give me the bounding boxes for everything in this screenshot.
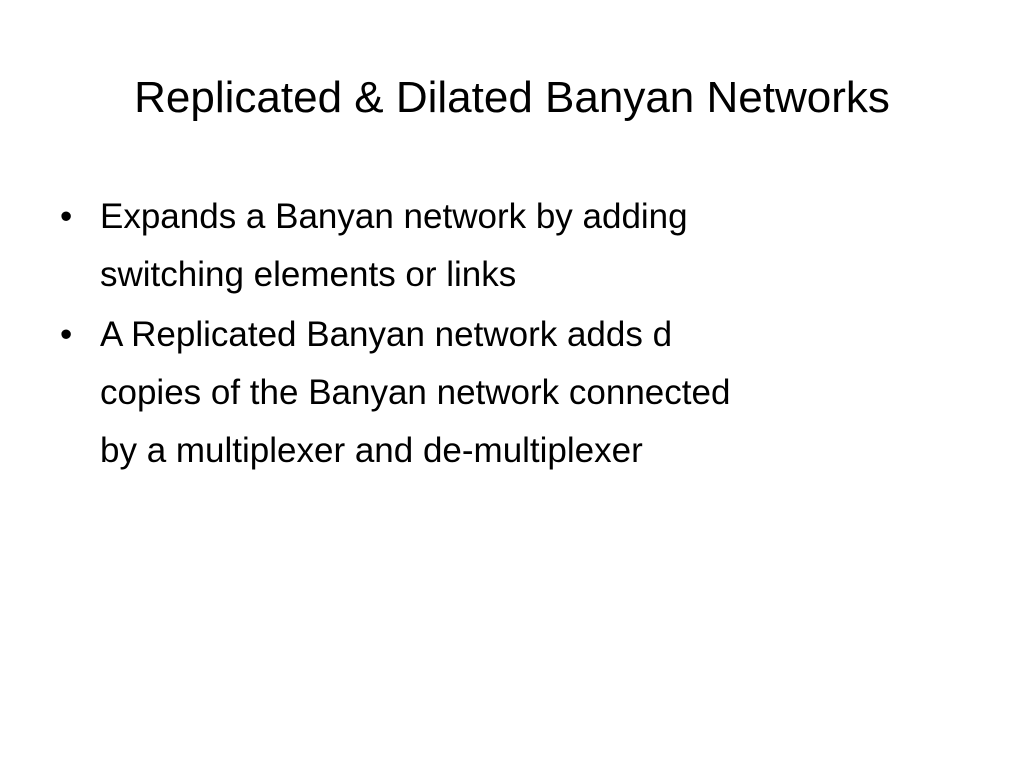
bullet-text: Expands a Banyan network by adding switc… [100, 188, 956, 304]
slide-title: Replicated & Dilated Banyan Networks [134, 73, 890, 122]
bullet-item: • Expands a Banyan network by adding swi… [56, 188, 956, 304]
bullet-line: copies of the Banyan network connected [100, 373, 731, 412]
bullet-line: A Replicated Banyan network adds d [100, 315, 673, 354]
bullet-icon: • [60, 315, 73, 354]
bullet-text: A Replicated Banyan network adds d copie… [100, 306, 956, 480]
bullet-line: Expands a Banyan network by adding [100, 197, 688, 236]
bullet-line: switching elements or links [100, 255, 517, 294]
bullet-icon: • [60, 197, 73, 236]
bullet-line: by a multiplexer and de-multiplexer [100, 431, 643, 470]
bullet-item: • A Replicated Banyan network adds d cop… [56, 306, 956, 480]
bullet-list: • Expands a Banyan network by adding swi… [56, 188, 956, 482]
